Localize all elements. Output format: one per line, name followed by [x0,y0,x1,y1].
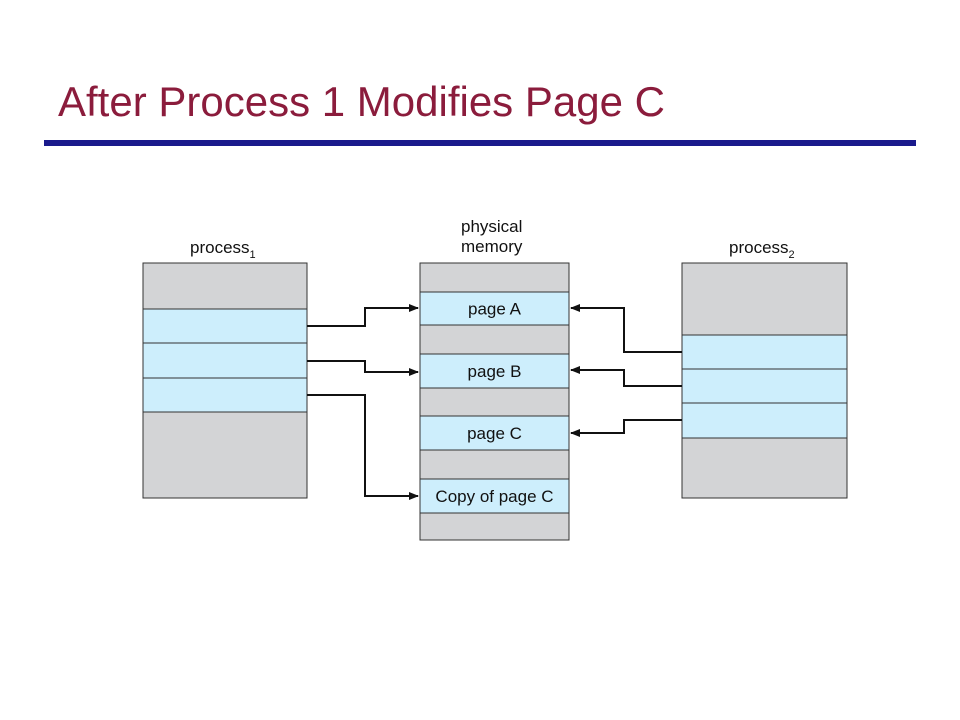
arrow-p1-to-copy-of-page-c [307,394,419,500]
physical-memory-block: physical memory page A page B page C Cop… [419,217,570,541]
copy-of-page-c-label: Copy of page C [435,487,553,506]
physical-memory-label-line2: memory [461,237,523,256]
process2-page-3 [681,402,848,439]
process2-empty-top [681,262,848,336]
memory-frame-empty [419,387,570,417]
process1-block: process1 [142,238,308,499]
process2-page-1 [681,334,848,370]
memory-frame-page-b [419,353,570,389]
page-c-label: page C [467,424,522,443]
arrow-p2-to-page-b [570,366,682,387]
process2-empty-bottom [681,437,848,499]
page-b-label: page B [468,362,522,381]
process1-page-3 [142,377,308,413]
memory-frame-page-c [419,415,570,451]
memory-frame-copy-of-page-c [419,478,570,514]
slide-title: After Process 1 Modifies Page C [58,78,665,125]
process1-empty-top [142,262,308,310]
process2-label: process2 [729,238,795,261]
memory-frame-empty [419,512,570,541]
physical-memory-label-line1: physical [461,217,522,236]
process2-block: process2 [681,238,848,499]
arrow-p1-to-page-b [307,360,419,376]
process2-page-2 [681,368,848,404]
memory-frame-empty [419,449,570,480]
arrow-p1-to-page-a [307,304,419,327]
memory-frame-page-a [419,291,570,326]
process1-page-2 [142,342,308,379]
arrow-p2-to-page-c [570,419,682,437]
page-a-label: page A [468,300,522,319]
title-underline [44,140,916,146]
process1-page-1 [142,308,308,344]
process1-empty-bottom [142,411,308,499]
arrow-p2-to-page-a [570,304,682,353]
memory-frame-empty [419,324,570,355]
process1-label: process1 [190,238,256,261]
memory-frame-empty [419,262,570,293]
